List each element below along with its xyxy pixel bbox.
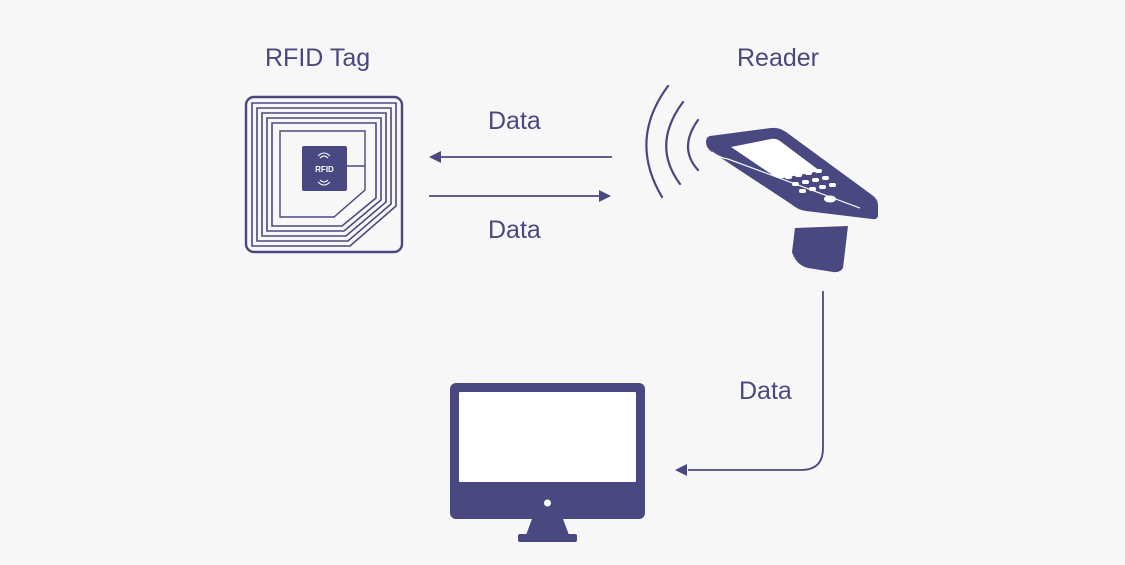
desktop-monitor-icon bbox=[450, 383, 645, 542]
monitor-screen bbox=[459, 392, 636, 482]
wave-middle bbox=[665, 100, 685, 186]
monitor-base bbox=[518, 534, 577, 542]
data-to-computer-label: Data bbox=[739, 377, 792, 405]
chip-text: RFID bbox=[315, 165, 334, 174]
radio-waves-icon bbox=[645, 84, 700, 199]
tag-outer-frame bbox=[244, 95, 404, 254]
arrow-reader-to-computer bbox=[675, 291, 824, 476]
reader-keypad bbox=[785, 169, 836, 193]
arrow-reader-to-tag bbox=[429, 151, 612, 163]
antenna-loop bbox=[251, 102, 397, 247]
arrow-tag-to-reader bbox=[429, 190, 611, 202]
antenna-loop bbox=[271, 122, 377, 227]
reader-edge bbox=[711, 151, 861, 209]
monitor-logo bbox=[544, 499, 551, 507]
antenna-loop bbox=[266, 117, 382, 232]
handheld-reader-icon bbox=[706, 127, 878, 273]
wave-outer bbox=[645, 84, 670, 199]
antenna-inner-loop bbox=[279, 130, 366, 218]
wave-inner bbox=[686, 118, 700, 172]
data-to-reader-label: Data bbox=[488, 216, 541, 244]
rfid-chip: RFID bbox=[302, 146, 347, 191]
antenna-loop bbox=[261, 112, 387, 237]
reader-button bbox=[824, 195, 836, 203]
rfid-tag-icon bbox=[244, 95, 404, 254]
antenna-loop bbox=[256, 107, 392, 242]
reader-screen bbox=[731, 138, 820, 179]
reader-label: Reader bbox=[737, 44, 819, 72]
reader-handle bbox=[792, 226, 848, 273]
monitor-stand bbox=[526, 519, 569, 535]
rfid-tag-label: RFID Tag bbox=[265, 44, 371, 72]
data-to-tag-label: Data bbox=[488, 107, 541, 135]
